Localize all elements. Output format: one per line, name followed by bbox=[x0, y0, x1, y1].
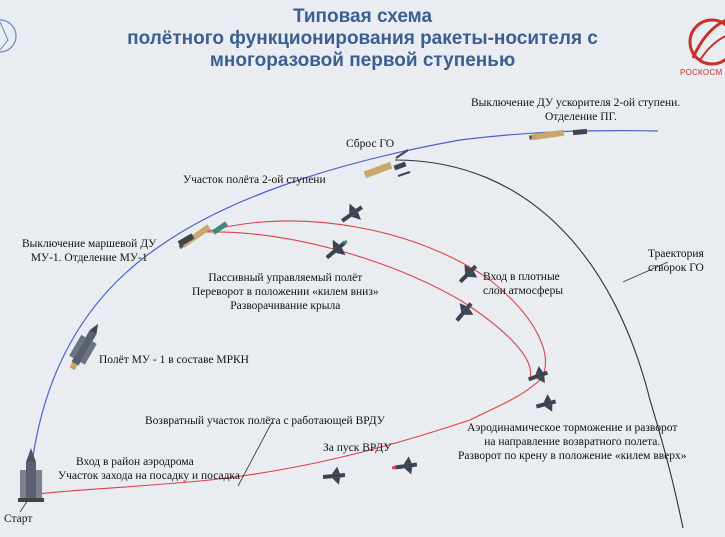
fairing-trajectory-line bbox=[394, 159, 684, 529]
label-fairing-trajectory: Траектория створок ГО bbox=[648, 247, 704, 275]
label-passive-flight-line1: Пассивный управляемый полёт bbox=[208, 272, 363, 284]
rocket-ascent-icon bbox=[69, 323, 98, 371]
label-aero-braking-line2: на направление возвратного полета. bbox=[484, 436, 661, 448]
label-aero-braking-line1: Аэродинамическое торможение и разворот bbox=[467, 422, 678, 434]
return-trajectory-inner bbox=[204, 231, 532, 379]
winged-stage-icon-4 bbox=[455, 302, 474, 322]
roscosmos-logo-icon bbox=[688, 18, 725, 66]
label-atmosphere-entry: Вход в плотные слои атмосферы bbox=[483, 270, 563, 298]
payload-separation-icon bbox=[528, 128, 588, 141]
winged-stage-icon-5 bbox=[527, 366, 549, 384]
label-airfield-line2: Участок захода на посадку и посадка bbox=[58, 470, 240, 482]
label-upper-stage-cutoff-line1: Выключение ДУ ускорителя 2-ой ступени. bbox=[471, 97, 681, 109]
return-trajectory-outer bbox=[29, 220, 547, 496]
label-fairing-trajectory-line2: створок ГО bbox=[648, 262, 704, 274]
label-fairing-trajectory-line1: Траектория bbox=[648, 248, 704, 260]
winged-stage-icon-3 bbox=[458, 264, 478, 284]
stage-separation-icon bbox=[177, 221, 228, 250]
left-emblem-icon bbox=[0, 19, 17, 53]
winged-stage-icon-1 bbox=[341, 203, 363, 223]
label-vrdu-start: За пуск ВРДУ bbox=[323, 442, 392, 454]
title-line-3: многоразовой первой ступенью bbox=[209, 50, 516, 71]
label-upper-stage-cutoff: Выключение ДУ ускорителя 2-ой ступени. О… bbox=[471, 96, 680, 124]
logo-text: РОСКОСМ bbox=[680, 68, 723, 77]
winged-stage-icon-7 bbox=[391, 456, 418, 475]
label-start: Старт bbox=[4, 513, 33, 525]
label-passive-flight-line2: Переворот в положении «килем вниз» bbox=[192, 286, 379, 298]
title-line-2: полётного функционирования ракеты-носите… bbox=[127, 28, 598, 49]
label-return-flight: Возвратный участок полёта с работающей В… bbox=[145, 415, 385, 427]
label-aero-braking: Аэродинамическое торможение и разворот н… bbox=[458, 421, 686, 463]
label-upper-stage-cutoff-line2: Отделение ПГ. bbox=[545, 111, 617, 123]
label-fairing-jettison: Сброс ГО bbox=[346, 138, 395, 150]
winged-stage-icon-6 bbox=[535, 394, 557, 412]
label-second-stage-flight: Участок полёта 2-ой ступени bbox=[183, 174, 326, 186]
label-main-engine-cutoff-line1: Выключение маршевой ДУ bbox=[22, 238, 157, 250]
label-atmosphere-entry-line2: слои атмосферы bbox=[483, 285, 564, 297]
label-passive-flight-line3: Разворачивание крыла bbox=[230, 300, 341, 312]
label-passive-flight: Пассивный управляемый полёт Переворот в … bbox=[192, 271, 379, 313]
winged-stage-icon-8 bbox=[322, 466, 346, 485]
label-aero-braking-line3: Разворот по крену в положение «килем вве… bbox=[458, 450, 687, 462]
label-mu1-flight: Полёт МУ - 1 в составе МРКН bbox=[99, 354, 249, 366]
winged-stage-icon-2 bbox=[325, 239, 348, 260]
label-main-engine-cutoff: Выключение маршевой ДУ МУ-1. Отделение М… bbox=[22, 237, 156, 265]
label-atmosphere-entry-line1: Вход в плотные bbox=[483, 271, 560, 283]
label-airfield: Вход в район аэродрома Участок захода на… bbox=[58, 455, 240, 483]
label-airfield-line1: Вход в район аэродрома bbox=[76, 456, 194, 468]
title-line-1: Типовая схема bbox=[292, 6, 433, 27]
fairing-jettison-icon bbox=[363, 149, 411, 179]
rocket-on-launchpad-icon bbox=[18, 448, 44, 502]
label-main-engine-cutoff-line2: МУ-1. Отделение МУ-1 bbox=[30, 252, 148, 264]
return-label-leader bbox=[237, 421, 273, 487]
fairing-label-leader bbox=[622, 261, 669, 283]
